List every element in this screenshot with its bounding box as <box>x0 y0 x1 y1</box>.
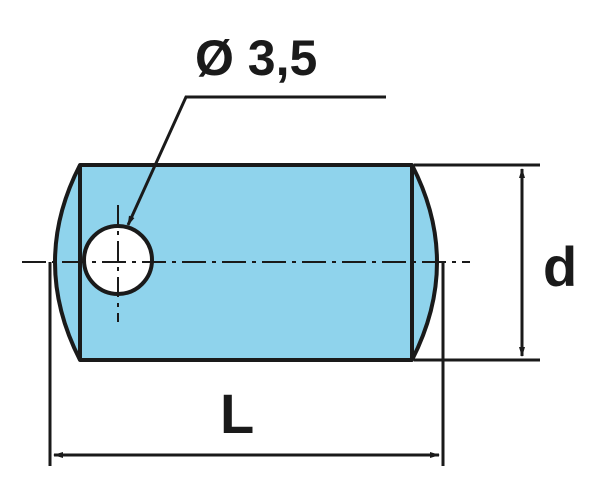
hole-leader-line <box>126 95 386 226</box>
length-label: L <box>220 382 254 445</box>
hole-diameter-label: Ø 3,5 <box>195 30 317 86</box>
diameter-label: d <box>543 235 577 298</box>
